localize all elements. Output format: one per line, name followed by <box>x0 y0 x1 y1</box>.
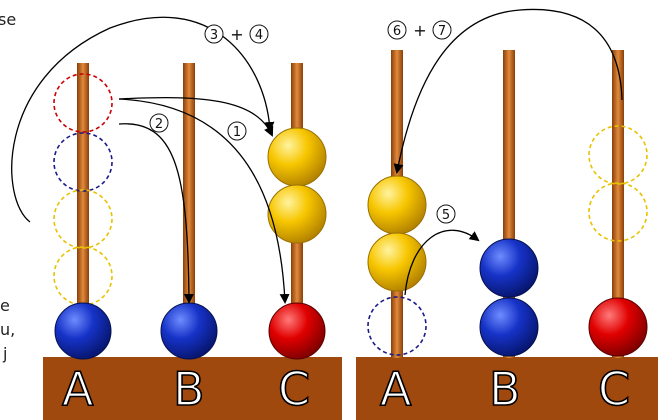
disc-yellow-left-c-upper <box>267 127 327 187</box>
step-label-3-plus-4: 3 + 4 <box>204 24 269 44</box>
ghost-disc-yellow-right-c-2 <box>588 182 648 242</box>
arrow-move-5 <box>404 229 480 296</box>
svg-text:5: 5 <box>442 208 450 223</box>
ghost-disc-blue-right-a <box>367 296 427 356</box>
left-rod-b <box>183 63 195 358</box>
left-peg-b-label: B <box>173 362 205 416</box>
cropped-text-lower-left-3: j <box>3 344 8 363</box>
arrow-move-3-4 <box>11 16 275 223</box>
step-label-6-plus-7: 6 + 7 <box>387 20 452 40</box>
left-peg-c-label: C <box>278 362 310 416</box>
ghost-disc-red <box>53 73 113 133</box>
disc-blue-left-b <box>160 302 218 360</box>
left-base <box>43 357 342 420</box>
ghost-disc-yellow-1 <box>53 189 113 249</box>
ghost-disc-yellow-right-c-1 <box>588 125 648 185</box>
right-peg-b-label: B <box>489 362 521 416</box>
ghost-disc-blue <box>53 132 113 192</box>
right-rod-c <box>612 50 624 358</box>
left-peg-a-label: A <box>62 362 94 416</box>
arrow-move-1 <box>118 97 274 137</box>
svg-text:6: 6 <box>393 24 401 39</box>
step-label-2: 2 <box>149 113 169 133</box>
right-base <box>356 357 658 420</box>
disc-blue-right-b-upper <box>479 238 539 298</box>
arrow-move-1-red <box>118 98 290 304</box>
svg-text:1: 1 <box>233 125 241 140</box>
right-panel: A B C 5 6 + 7 <box>356 8 658 420</box>
arrow-move-2 <box>118 123 194 304</box>
svg-text:2: 2 <box>155 117 163 132</box>
disc-blue-right-b-lower <box>479 297 539 357</box>
left-panel: A B C 1 2 3 + 4 <box>11 16 342 420</box>
step-label-5: 5 <box>436 204 456 224</box>
disc-red-right-c <box>588 297 648 357</box>
svg-text:+: + <box>230 25 243 44</box>
disc-yellow-left-c-lower <box>267 184 327 244</box>
disc-yellow-right-a-lower <box>367 232 427 292</box>
arrow-move-6-7 <box>393 8 623 174</box>
svg-text:4: 4 <box>255 28 263 43</box>
right-peg-c-label: C <box>598 362 630 416</box>
left-rod-a <box>77 63 89 358</box>
disc-red-left-c <box>268 302 326 360</box>
disc-blue-left-a <box>54 302 112 360</box>
cropped-text-top-left: se <box>0 10 17 29</box>
cropped-text-lower-left-2: u, <box>0 320 16 339</box>
cropped-text-lower-left-1: e <box>0 296 10 315</box>
svg-text:+: + <box>413 21 426 40</box>
step-label-1: 1 <box>227 121 247 141</box>
svg-text:3: 3 <box>210 28 218 43</box>
right-peg-a-label: A <box>380 362 412 416</box>
disc-yellow-right-a-upper <box>367 175 427 235</box>
svg-text:7: 7 <box>438 24 446 39</box>
